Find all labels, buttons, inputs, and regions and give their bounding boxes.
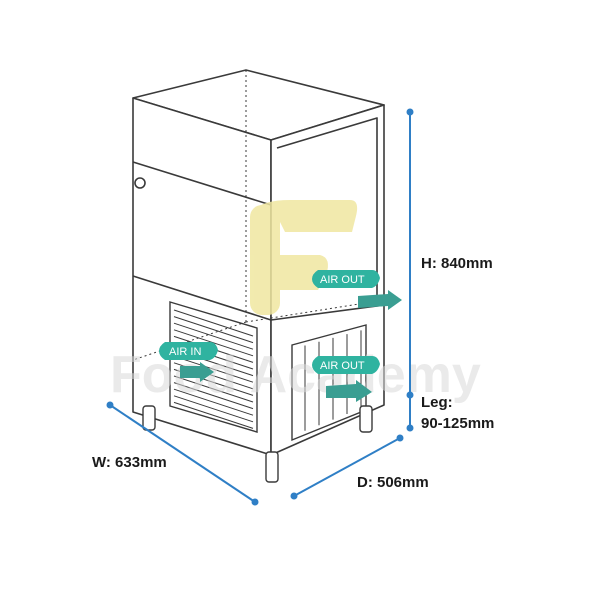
vent-slat bbox=[173, 355, 254, 383]
machine-legs bbox=[142, 405, 373, 483]
width-label: W: 633mm bbox=[92, 454, 167, 471]
vent-slat bbox=[173, 322, 254, 350]
door-knob bbox=[134, 177, 146, 189]
air-out-bottom: AIR OUT bbox=[312, 356, 380, 374]
air-out-top-arrow bbox=[358, 290, 402, 310]
depth-label: D: 506mm bbox=[357, 474, 429, 491]
vent-slat bbox=[173, 388, 254, 416]
depth-dimension-line bbox=[293, 437, 401, 497]
leg-front-left bbox=[142, 405, 156, 431]
vent-slat bbox=[173, 375, 254, 403]
height-label: H: 840mm bbox=[421, 255, 493, 272]
leg-front-right bbox=[265, 451, 279, 483]
air-out-top-label: AIR OUT bbox=[320, 274, 365, 286]
air-in-arrow bbox=[180, 362, 214, 382]
leg-back-right bbox=[359, 405, 373, 433]
vent-slat bbox=[173, 401, 254, 429]
leg-label-line1: Leg: bbox=[421, 394, 453, 411]
vent-slat bbox=[173, 382, 254, 410]
air-in: AIR IN bbox=[159, 342, 218, 360]
dimension-lines bbox=[106, 108, 414, 506]
watermark: Food Academy bbox=[110, 200, 481, 404]
air-in-label: AIR IN bbox=[169, 346, 201, 358]
air-out-top: AIR OUT bbox=[312, 270, 380, 288]
vent-slat bbox=[173, 395, 254, 423]
air-out-bottom-arrow bbox=[326, 380, 372, 402]
vent-slat bbox=[173, 316, 254, 344]
width-dimension-line bbox=[109, 404, 256, 503]
air-out-bottom-label: AIR OUT bbox=[320, 360, 365, 372]
vent-slat bbox=[173, 329, 254, 357]
vent-slat bbox=[173, 309, 254, 337]
leg-label-line2: 90-125mm bbox=[421, 415, 494, 432]
